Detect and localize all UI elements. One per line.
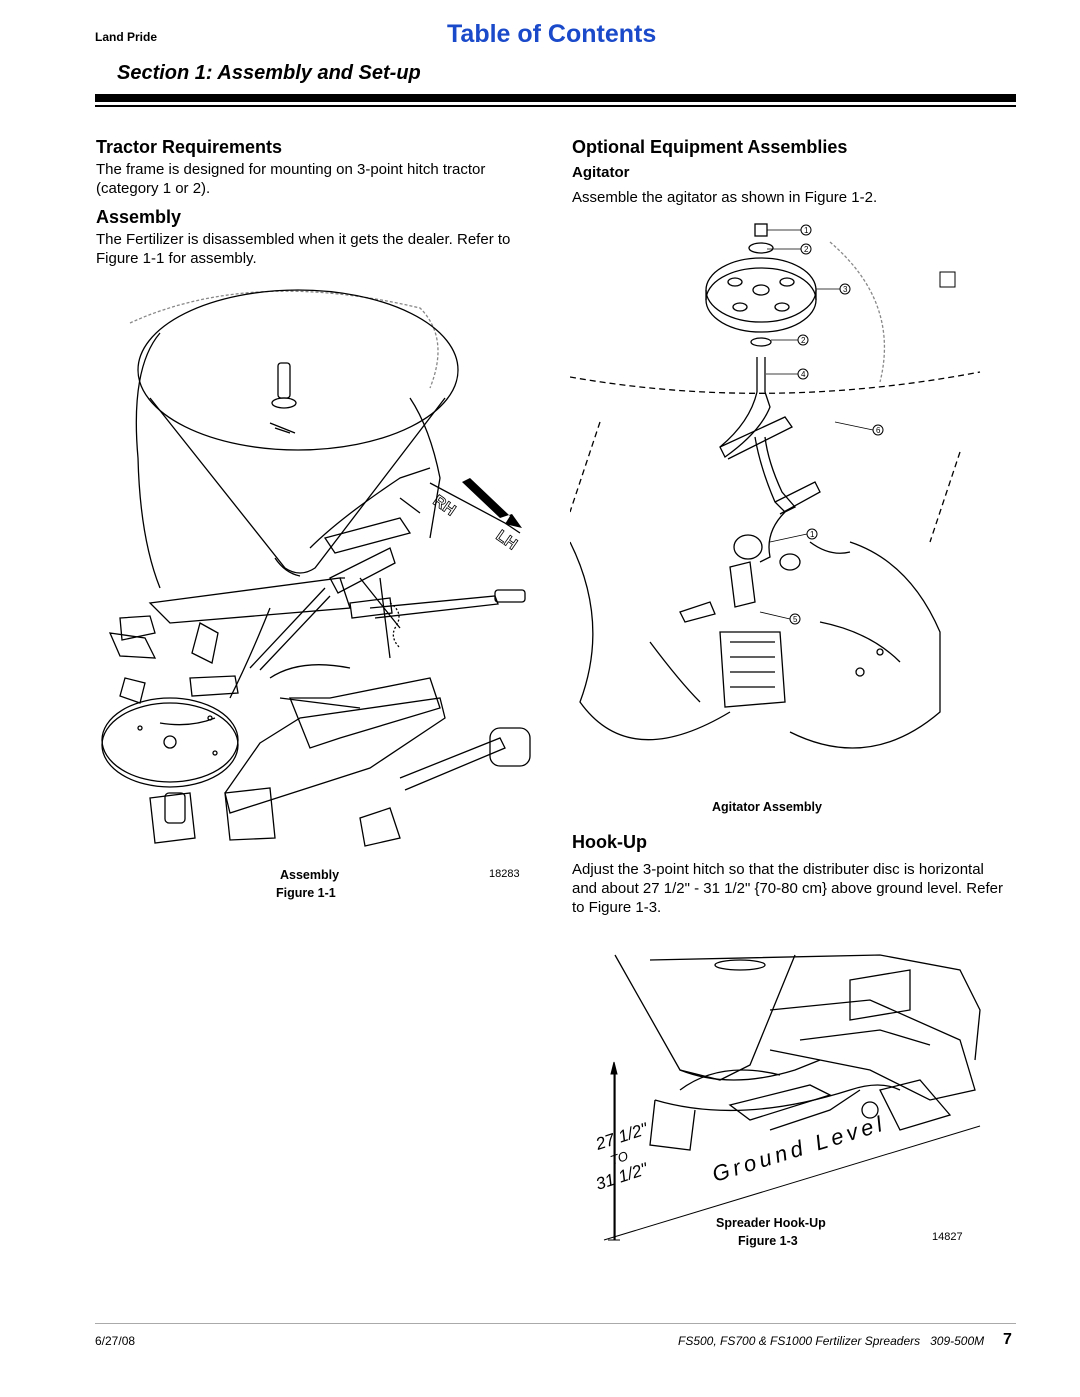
footer-rule (95, 1323, 1016, 1324)
tractor-requirements-heading: Tractor Requirements (96, 137, 283, 157)
callout-1b: 1 (810, 530, 815, 539)
assembly-illustration: RH LH (101, 289, 531, 847)
assembly-heading: Assembly (96, 207, 182, 227)
figure-3-part-number: 14827 (932, 1231, 963, 1243)
callout-4: 4 (801, 370, 806, 379)
figure-3-number: Figure 1-3 (738, 1234, 798, 1248)
callout-2: 2 (804, 245, 809, 254)
footer-date: 6/27/08 (95, 1334, 136, 1348)
hook-up-illustration: 27 1/2" TO 31 1/2" Ground Level (592, 954, 981, 1241)
ground-level-label: Ground Level (709, 1110, 889, 1187)
table-of-contents-link[interactable]: Table of Contents (447, 20, 657, 48)
footer-document-title: FS500, FS700 & FS1000 Fertilizer Spreade… (678, 1334, 985, 1348)
figure-2-caption: Agitator Assembly (712, 800, 822, 814)
figure-3-caption: Spreader Hook-Up (716, 1216, 826, 1230)
figure-1-part-number: 18283 (489, 868, 520, 880)
optional-equipment-heading: Optional Equipment Assemblies (572, 137, 848, 157)
lh-label: LH (493, 527, 520, 553)
callout-5: 5 (793, 615, 798, 624)
header-rule-thin (95, 105, 1016, 107)
section-title: Section 1: Assembly and Set-up (117, 62, 421, 84)
callout-1: 1 (804, 226, 809, 235)
figure-1-number: Figure 1-1 (276, 886, 336, 900)
figure-1-caption: Assembly (280, 868, 340, 882)
dimension-to-label: TO (608, 1148, 630, 1168)
assembly-text: The Fertilizer is disassembled when it g… (96, 231, 511, 267)
callout-2b: 2 (801, 336, 806, 345)
tractor-requirements-text: The frame is designed for mounting on 3-… (96, 161, 486, 197)
callout-3: 3 (843, 285, 848, 294)
header-rule (95, 94, 1016, 102)
page-number: 7 (1003, 1331, 1012, 1348)
hook-up-text: Adjust the 3-point hitch so that the dis… (572, 861, 1003, 916)
agitator-subheading: Agitator (572, 164, 630, 181)
hook-up-heading: Hook-Up (572, 832, 647, 852)
callout-6: 6 (876, 426, 881, 435)
brand-name: Land Pride (95, 30, 158, 44)
agitator-illustration: 1 2 3 2 4 6 1 5 (570, 223, 981, 749)
agitator-text: Assemble the agitator as shown in Figure… (572, 189, 878, 206)
